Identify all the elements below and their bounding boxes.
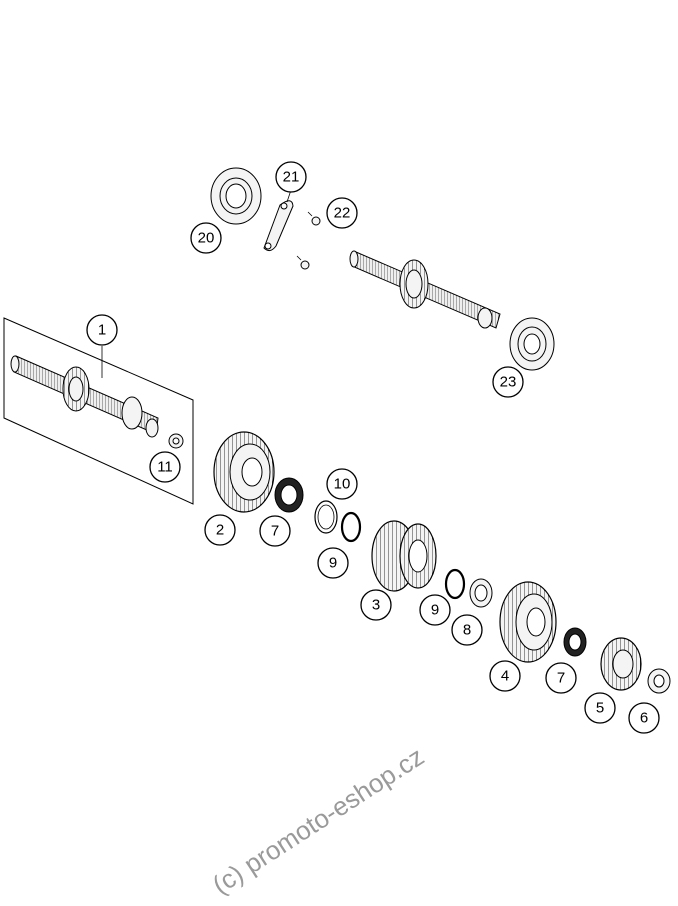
callout-1: 1	[86, 314, 118, 346]
svg-text:23: 23	[500, 374, 517, 391]
callout-3: 3	[360, 589, 392, 621]
callout-7-right: 7	[545, 662, 577, 694]
screw-22-lower	[296, 255, 310, 270]
shaft-box	[3, 317, 194, 505]
washer-10	[314, 500, 338, 534]
callout-23: 23	[492, 366, 524, 398]
callout-6: 6	[628, 702, 660, 734]
gear-3	[371, 520, 437, 592]
svg-text:10: 10	[334, 476, 351, 493]
circlip-9-right	[444, 568, 466, 600]
needle-bearing-7-left	[274, 477, 304, 513]
washer-8	[469, 578, 493, 608]
svg-text:8: 8	[463, 622, 471, 639]
svg-text:7: 7	[271, 523, 279, 540]
callout-21: 21	[275, 161, 307, 193]
callout-2: 2	[204, 514, 236, 546]
callout-10: 10	[326, 468, 358, 500]
main-shaft	[10, 355, 159, 438]
callout-9-right: 9	[419, 594, 451, 626]
svg-text:11: 11	[157, 459, 173, 476]
svg-text:21: 21	[283, 169, 300, 186]
gear-5	[600, 637, 642, 691]
bearing-20	[210, 167, 262, 225]
svg-text:4: 4	[501, 668, 509, 685]
bracket-21	[263, 200, 294, 252]
washer-6	[647, 668, 671, 694]
washer-11	[168, 433, 184, 449]
callout-11: 11	[149, 451, 181, 483]
svg-text:2: 2	[216, 522, 224, 539]
upper-shaft	[349, 250, 501, 329]
svg-text:3: 3	[372, 597, 380, 614]
callout-8: 8	[451, 614, 483, 646]
callout-5: 5	[584, 692, 616, 724]
needle-bearing-7-right	[563, 627, 587, 657]
circlip-9-left	[340, 511, 362, 543]
svg-text:1: 1	[98, 322, 106, 339]
svg-text:7: 7	[557, 670, 565, 687]
callout-22: 22	[326, 197, 358, 229]
callout-20: 20	[190, 222, 222, 254]
leader-lines	[101, 189, 292, 378]
svg-text:6: 6	[640, 710, 648, 727]
svg-text:20: 20	[198, 230, 215, 247]
bearing-23	[509, 317, 555, 371]
watermark-text: (c) promoto-eshop.cz	[207, 741, 429, 900]
screw-22-upper	[307, 211, 321, 226]
gear-2	[213, 431, 275, 513]
svg-text:5: 5	[596, 700, 604, 717]
svg-text:9: 9	[329, 555, 337, 572]
gear-4	[499, 581, 557, 663]
callout-9-left: 9	[317, 547, 349, 579]
svg-text:22: 22	[334, 205, 351, 222]
svg-text:9: 9	[431, 602, 439, 619]
callout-7-left: 7	[259, 515, 291, 547]
callout-4: 4	[489, 660, 521, 692]
